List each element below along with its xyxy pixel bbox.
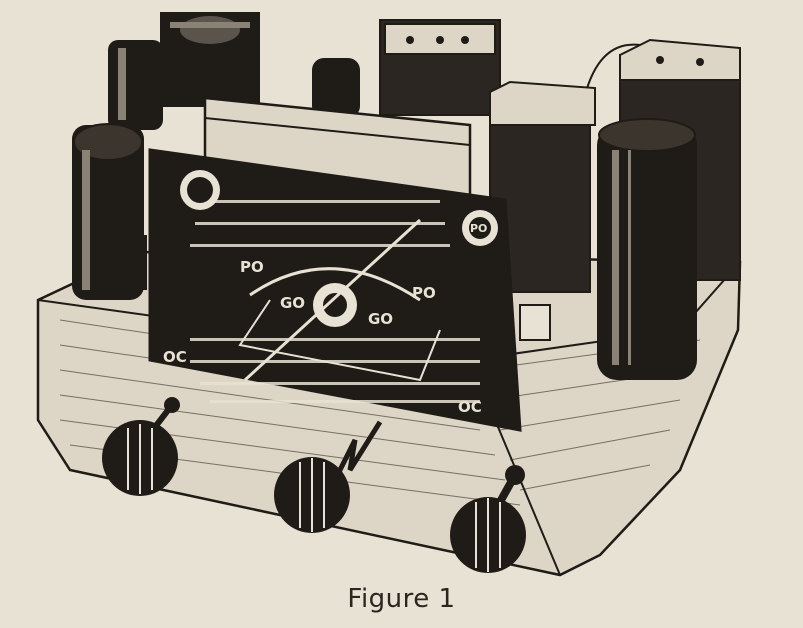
right-knob xyxy=(450,465,526,573)
rear-block-center xyxy=(379,19,501,116)
rear-transformer xyxy=(160,12,260,107)
dial-label-go-right: GO xyxy=(368,310,393,328)
dial-label-go-left: GO xyxy=(280,294,305,312)
dial-label-oc-right: OC xyxy=(458,398,482,416)
panel-bracket-left xyxy=(125,235,147,290)
dial-label-po-corner: PO xyxy=(470,222,487,235)
dial-label-po-upper-left: PO xyxy=(240,258,264,276)
dial-label-po-upper-right: PO xyxy=(412,284,436,302)
center-knob xyxy=(274,420,383,533)
capacitor-can xyxy=(597,118,697,380)
radio-chassis-illustration: PO PO GO GO OC OC PO xyxy=(36,12,742,577)
figure-caption: Figure 1 xyxy=(347,584,456,614)
left-knob xyxy=(102,397,180,496)
panel-bracket-right xyxy=(519,304,551,341)
rear-tube-left xyxy=(108,40,163,130)
tuning-dial-panel xyxy=(148,148,522,432)
dial-label-oc-left: OC xyxy=(163,348,187,366)
rear-tube-small xyxy=(312,58,360,118)
